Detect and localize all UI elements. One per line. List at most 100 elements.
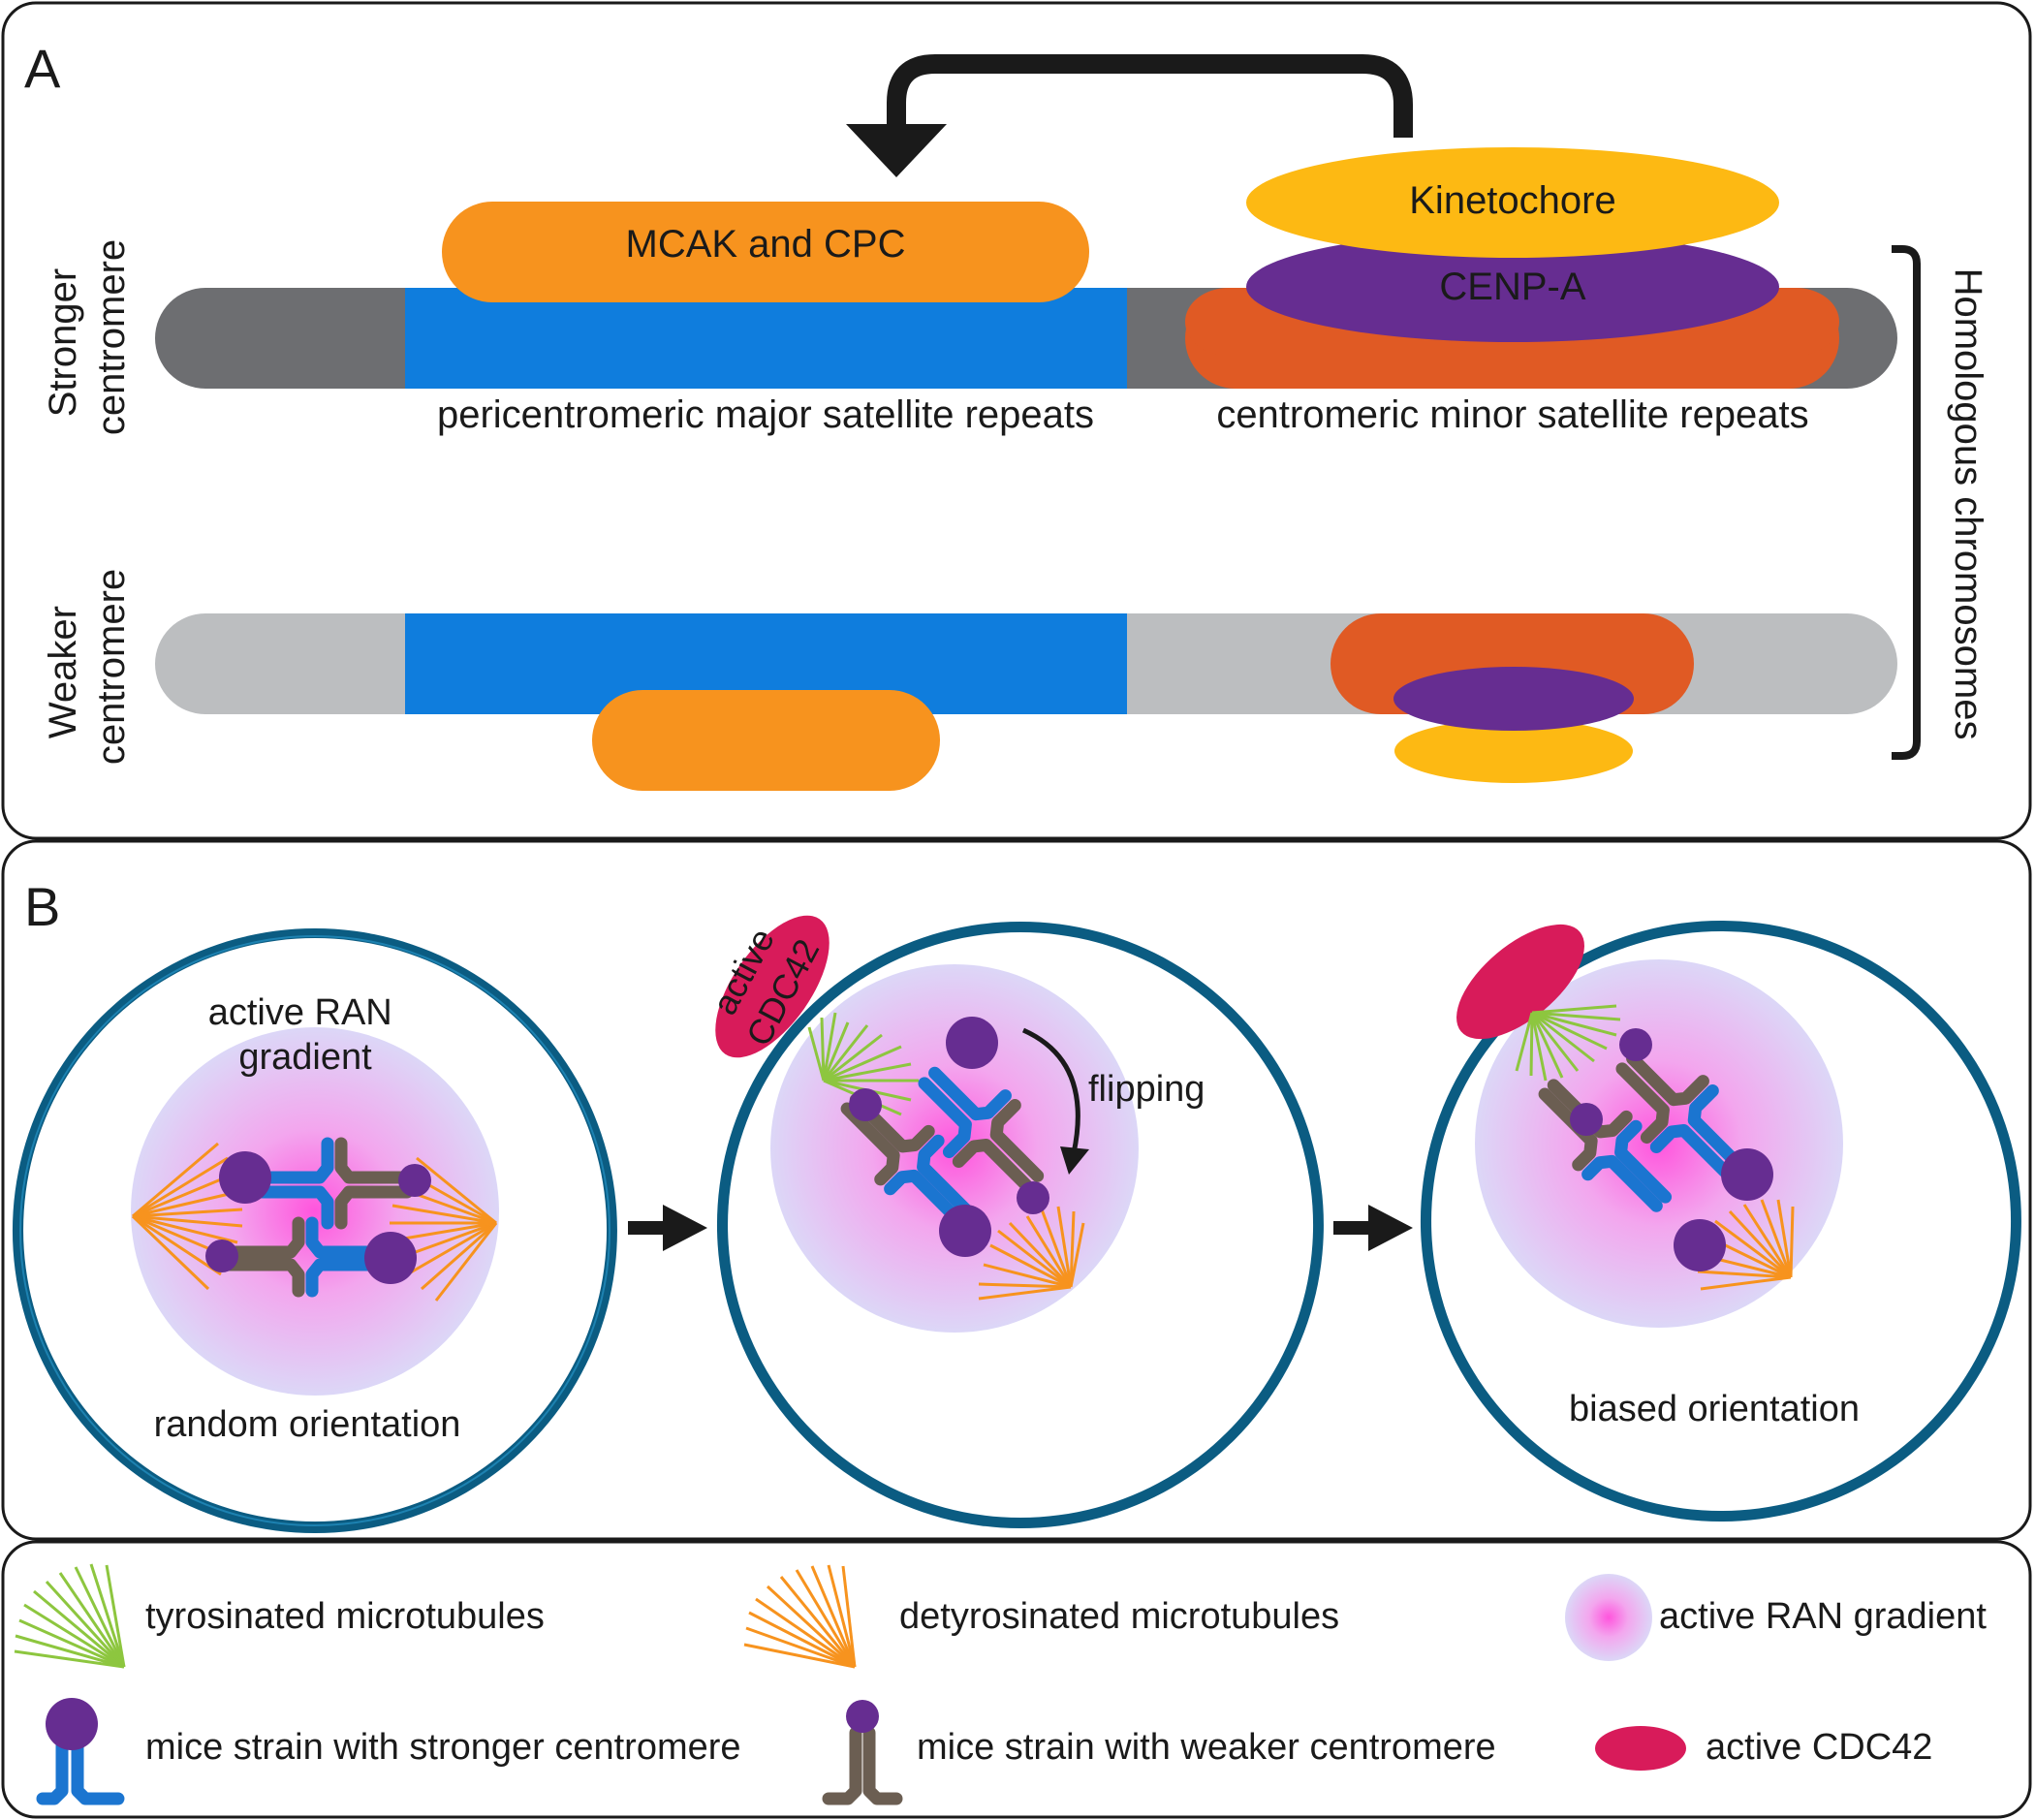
cell-2-stronger-chromatid-b — [918, 1077, 972, 1159]
cell-1-weaker-centromere-dot-1 — [398, 1164, 431, 1197]
major-satellite-label: pericentromeric major satellite repeats — [437, 393, 1094, 436]
panel-a-label: A — [24, 38, 61, 99]
legend-stronger-strain-swatch — [36, 1698, 125, 1805]
cell-2-weaker-chromatid-c — [849, 1093, 935, 1153]
cell-3-stronger-centromere-dot-1 — [1721, 1148, 1773, 1201]
cell-1-detyrosinated-mt-left — [131, 1142, 243, 1291]
panel-a: A MCAK and CPC Kinetochore CENP-A perice… — [1, 1, 2032, 840]
legend-cdc42-label: active CDC42 — [1706, 1727, 1932, 1768]
cell-3-cdc42 — [1456, 924, 1584, 1040]
cell-2: active CDC42 — [704, 915, 1324, 1528]
cell-2-stronger-chromatid-d — [884, 1169, 965, 1227]
legend-detyrosinated-label: detyrosinated microtubules — [899, 1596, 1339, 1637]
legend-tyrosinated-swatch — [14, 1563, 126, 1669]
cell-1-stronger-centromere-dot-2 — [364, 1232, 417, 1284]
legend-panel: tyrosinated microtubules detyrosinated m… — [1, 1540, 2032, 1819]
weaker-mcak-cpc — [592, 690, 940, 791]
cell-3-tyrosinated-mt — [1515, 1004, 1621, 1082]
weaker-kinetochore — [1394, 719, 1633, 783]
cell-3-weaker-chromatid-a — [1626, 1051, 1709, 1107]
cell-2-detyrosinated-mt — [978, 1206, 1085, 1301]
cell-2-bivalent — [840, 1066, 1045, 1227]
stronger-kinetochore — [1246, 147, 1779, 258]
minor-satellite-label: centromeric minor satellite repeats — [1216, 393, 1808, 436]
weaker-cenp-a — [1393, 667, 1634, 731]
cell-3-weaker-centromere-dot-2 — [1570, 1103, 1603, 1136]
cell-1-stronger-chromatid-upper-b — [255, 1185, 334, 1230]
cell-3-stronger-chromatid-d — [1581, 1154, 1663, 1212]
cell-1-weaker-chromatid-lower-b — [218, 1258, 305, 1298]
cell-3-bivalent — [1538, 1051, 1742, 1212]
stronger-centromere-label: Stronger centromere — [42, 239, 133, 435]
stronger-label-line1: Stronger — [42, 268, 84, 417]
panel-b-border — [1, 839, 2032, 1541]
cell-3-stronger-chromatid-c — [1614, 1119, 1673, 1204]
flipping-arrow — [1021, 1027, 1089, 1175]
cell-2-weaker-chromatid-d — [840, 1102, 900, 1186]
cell-1-stronger-centromere-dot-1 — [219, 1151, 271, 1204]
legend-weaker-strain-label: mice strain with weaker centromere — [917, 1727, 1496, 1768]
cell-3-stronger-chromatid-b — [1649, 1124, 1732, 1178]
cell-3-weaker-chromatid-b — [1615, 1062, 1670, 1145]
biased-orientation-label: biased orientation — [1569, 1389, 1860, 1429]
cell-1-bivalent — [218, 1137, 414, 1298]
legend-weaker-strain-swatch — [822, 1700, 903, 1805]
cell-2-stronger-centromere-dot-2 — [939, 1205, 991, 1257]
cenp-a-label: CENP-A — [1439, 266, 1585, 308]
cell-1-ran-label-line1: active RAN — [208, 992, 392, 1033]
cell-2-stronger-chromatid-c — [917, 1134, 975, 1218]
cell-2-weaker-chromatid-b — [952, 1139, 1034, 1193]
cell-3-stronger-chromatid-a — [1687, 1084, 1742, 1168]
cell-1-weaker-centromere-dot-2 — [205, 1239, 238, 1272]
cell-1-membrane-highlight — [19, 935, 610, 1526]
legend-stronger-strain-label: mice strain with stronger centromere — [145, 1727, 741, 1768]
cell-2-weaker-centromere-dot-2 — [1017, 1181, 1049, 1214]
legend-tyrosinated-label: tyrosinated microtubules — [145, 1596, 545, 1637]
weaker-label-line1: Weaker — [42, 606, 84, 738]
legend-ran-gradient-swatch — [1565, 1574, 1652, 1661]
random-orientation-label: random orientation — [154, 1404, 461, 1445]
weaker-centromere-label: Weaker centromere — [42, 569, 133, 765]
cell-1-weaker-chromatid-upper — [334, 1137, 414, 1184]
homologous-chromosomes-label: Homologous chromosomes — [1947, 268, 1989, 740]
legend-cdc42-swatch — [1595, 1726, 1686, 1771]
stronger-label-line2: centromere — [90, 239, 133, 435]
legend-detyrosinated-swatch — [743, 1564, 857, 1669]
cell-2-weaker-centromere-dot-1 — [849, 1088, 882, 1121]
cell-1-stronger-chromatid-lower-b — [305, 1258, 390, 1298]
cell-3-stronger-centromere-dot-2 — [1674, 1219, 1726, 1271]
mcak-cpc-label: MCAK and CPC — [626, 223, 906, 266]
stronger-mcak-cpc — [442, 202, 1089, 302]
stronger-chromosome: MCAK and CPC Kinetochore CENP-A pericent… — [155, 147, 1897, 436]
cell-2-tyrosinated-mt — [807, 1012, 919, 1116]
panel-b-label: B — [24, 876, 60, 937]
stronger-cenp-a — [1246, 232, 1779, 342]
cell-1-ran-label: active RAN gradient — [208, 992, 403, 1078]
kinetochore-to-mcak-arrow — [846, 54, 1413, 177]
panel-a-border — [1, 1, 2032, 840]
cell-1-weaker-chromatid-lower — [218, 1216, 305, 1259]
cell-3-weaker-chromatid-d — [1538, 1087, 1598, 1172]
step-arrow-1 — [628, 1205, 707, 1251]
cell-1-ran-gradient — [131, 1027, 499, 1396]
panel-b: B — [1, 839, 2032, 1541]
cell-2-stronger-centromere-dot-1 — [946, 1017, 998, 1069]
weaker-label-line2: centromere — [90, 569, 133, 765]
cell-3-weaker-centromere-dot-1 — [1619, 1028, 1652, 1061]
weaker-chromosome — [155, 613, 1897, 791]
cell-2-weaker-chromatid-a — [989, 1099, 1045, 1182]
cell-3: biased orientation — [1420, 921, 2021, 1522]
kinetochore-label: Kinetochore — [1409, 179, 1615, 222]
cell-1-weaker-chromatid-upper-b — [334, 1185, 414, 1230]
cell-2-stronger-chromatid-a — [928, 1066, 1012, 1121]
stronger-major-satellite-block — [405, 288, 1127, 389]
homologous-bracket — [1892, 245, 1921, 760]
cell-1-stronger-chromatid-lower — [305, 1216, 390, 1259]
flipping-label: flipping — [1088, 1069, 1205, 1110]
cell-2-cdc42 — [715, 915, 830, 1058]
cell-1-stronger-chromatid-upper — [255, 1137, 334, 1184]
step-arrow-2 — [1333, 1205, 1413, 1251]
legend-ran-gradient-label: active RAN gradient — [1659, 1596, 1987, 1637]
cell-1-ran-label-line2: gradient — [238, 1037, 372, 1078]
